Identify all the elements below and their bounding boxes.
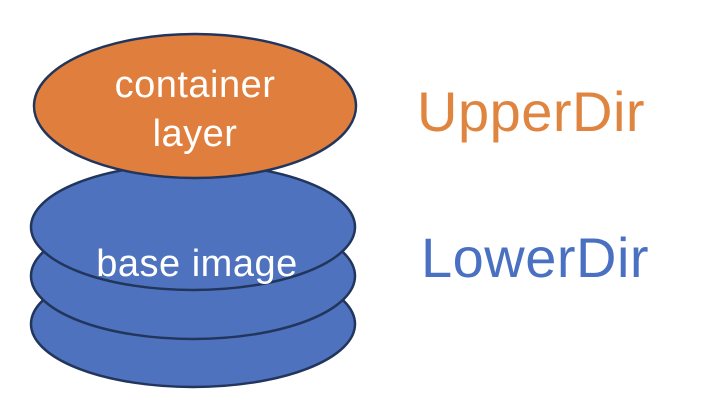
lowerdir-label: LowerDir — [421, 226, 649, 289]
container-layer-label-line2: layer — [153, 113, 238, 155]
base-image-label: base image — [96, 243, 297, 285]
container-layer-ellipse — [32, 32, 358, 180]
container-layer-label-line1: container — [115, 64, 276, 106]
upperdir-label: UpperDir — [417, 80, 645, 143]
